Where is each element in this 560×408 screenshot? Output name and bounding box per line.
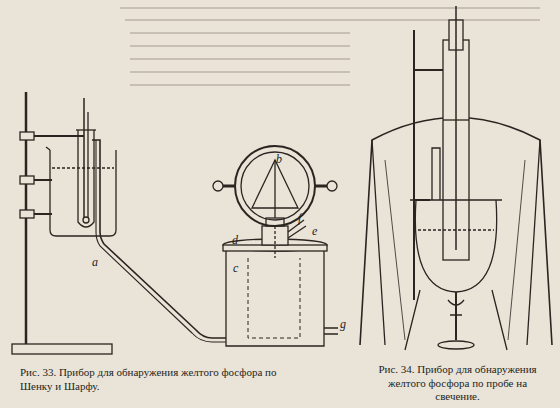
part-label: b [276,153,282,165]
part-label: d [232,234,238,246]
part-label: f [298,212,301,224]
part-label: g [340,318,346,330]
figure-caption: Рис. 34. Прибор для обнаружения желтого … [365,363,550,404]
part-label: c [233,262,238,274]
figure-caption: Рис. 33. Прибор для обнаружения желтого … [20,366,310,394]
part-label: a [92,256,98,268]
part-label: e [312,225,317,237]
